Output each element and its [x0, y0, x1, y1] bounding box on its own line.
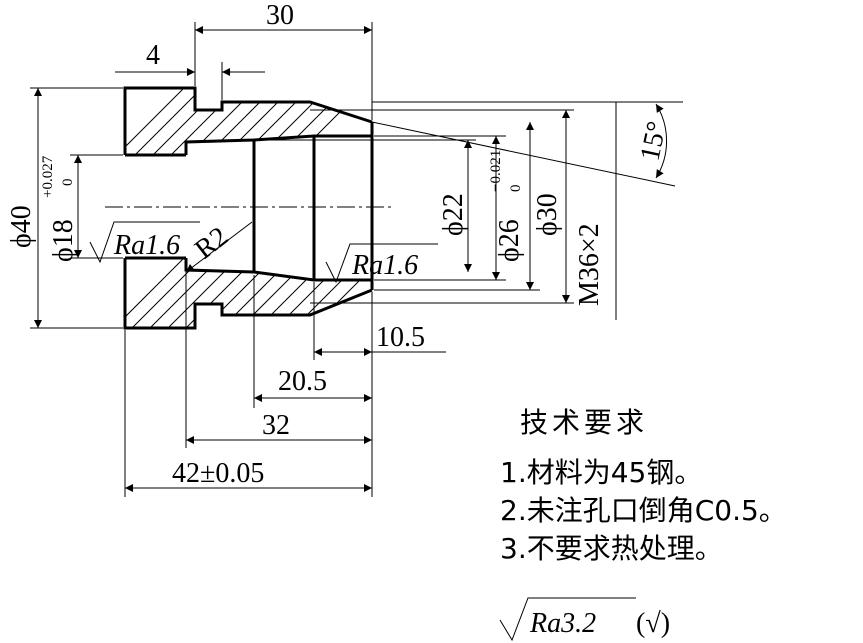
dim-dia-30: ϕ30 — [374, 122, 563, 291]
dim-dia-26-tol-upper: −0.021 — [488, 150, 504, 192]
dim-32: 32 — [185, 272, 372, 448]
dim-angle-label: 15° — [635, 119, 673, 164]
general-roughness-label: Ra3.2 — [529, 608, 596, 639]
dim-4-label: 4 — [146, 40, 160, 71]
dim-dia-40-label: ϕ40 — [6, 205, 37, 248]
dim-angle: 15° — [371, 101, 683, 320]
roughness-left-label: Ra1.6 — [113, 230, 180, 261]
dim-dia-40: ϕ40 — [6, 87, 123, 329]
dim-30: 30 — [194, 0, 373, 120]
dim-32-label: 32 — [262, 410, 290, 441]
radius-r2: R2 — [185, 221, 253, 273]
tech-req-title: 技术要求 — [520, 406, 648, 439]
dim-total-length: 42±0.05 — [124, 292, 373, 497]
tech-req-item-1: 1.材料为45钢。 — [500, 456, 702, 489]
roughness-left: Ra1.6 — [89, 221, 200, 264]
dim-20-5: 20.5 — [253, 275, 372, 408]
dim-dia-30-label: ϕ30 — [532, 193, 563, 236]
roughness-middle-label: Ra1.6 — [351, 250, 418, 281]
dim-dia-18-label: ϕ18 — [48, 219, 79, 262]
technical-requirements: 技术要求 1.材料为45钢。 2.未注孔口倒角C0.5。 3.不要求热处理。 — [500, 406, 787, 565]
part-outline — [123, 86, 374, 330]
dim-dia-22-label: ϕ22 — [438, 193, 469, 236]
dim-dia-22: ϕ22 — [256, 139, 476, 272]
dim-20-5-label: 20.5 — [278, 366, 327, 397]
general-roughness: Ra3.2 (√) — [499, 597, 670, 642]
dim-dia-18-tol-upper: +0.027 — [40, 155, 56, 198]
section-hatching-top — [125, 88, 372, 155]
general-roughness-suffix: (√) — [636, 608, 670, 639]
roughness-middle: Ra1.6 — [325, 243, 438, 284]
dim-thread-label: M36×2 — [574, 223, 605, 306]
tech-req-item-3: 3.不要求热处理。 — [500, 532, 723, 565]
dim-total-length-label: 42±0.05 — [172, 458, 264, 489]
dim-dia-26-tol-lower: 0 — [508, 185, 524, 193]
dim-dia-26-label: ϕ26 — [494, 219, 525, 262]
radius-r2-label: R2 — [189, 221, 234, 266]
section-hatching-bottom — [125, 258, 372, 328]
dim-thread: M36×2 — [372, 109, 605, 306]
dim-4: 4 — [115, 40, 265, 100]
dim-10-5: 10.5 — [313, 282, 446, 360]
dim-10-5-label: 10.5 — [376, 322, 425, 353]
tech-req-item-2: 2.未注孔口倒角C0.5。 — [500, 494, 787, 527]
dim-30-label: 30 — [266, 0, 294, 31]
dim-dia-18-tol-lower: 0 — [60, 179, 76, 187]
dim-dia-18: ϕ18 +0.027 0 — [40, 154, 123, 262]
